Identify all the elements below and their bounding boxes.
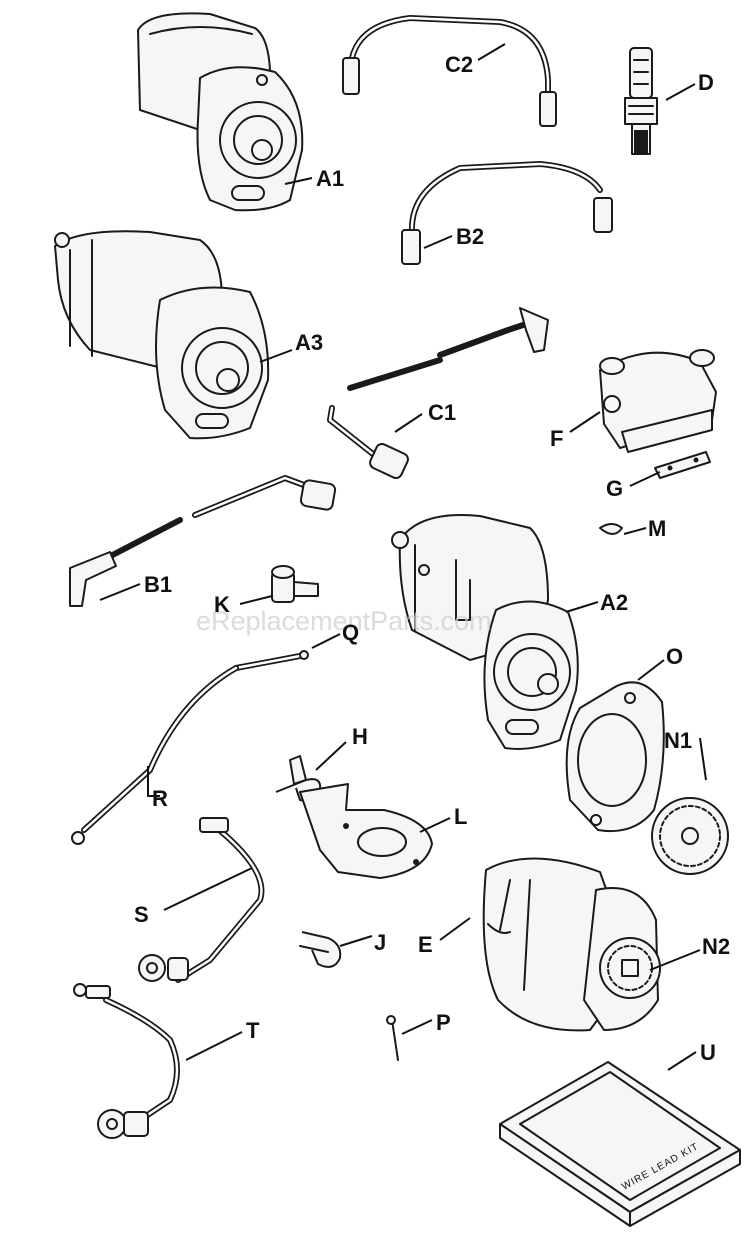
callout-c1[interactable]: C1 <box>428 400 456 425</box>
callout-n1[interactable]: N1 <box>664 728 692 753</box>
callout-n2[interactable]: N2 <box>702 934 730 959</box>
callout-o[interactable]: O <box>666 644 683 669</box>
callout-j[interactable]: J <box>374 930 386 955</box>
part-l-bracket[interactable] <box>299 783 451 879</box>
callout-b1[interactable]: B1 <box>144 572 172 597</box>
part-c2-wire[interactable] <box>342 15 557 127</box>
part-t-cable[interactable] <box>73 983 243 1139</box>
part-n1-gear[interactable] <box>651 737 729 875</box>
callout-m[interactable]: M <box>648 516 666 541</box>
callout-q[interactable]: Q <box>342 620 359 645</box>
callout-p[interactable]: P <box>436 1010 451 1035</box>
part-g-bracket[interactable] <box>629 451 711 487</box>
part-c1-spark-lead[interactable] <box>327 307 549 480</box>
part-j-clip[interactable] <box>299 931 373 968</box>
callout-s[interactable]: S <box>134 902 149 927</box>
part-u-wire-lead-kit[interactable]: WIRE LEAD KIT <box>499 1051 741 1227</box>
callout-e[interactable]: E <box>418 932 433 957</box>
callout-t[interactable]: T <box>246 1018 260 1043</box>
watermark: eReplacementParts.com <box>196 606 492 636</box>
part-s-cable[interactable] <box>138 817 265 983</box>
callout-r[interactable]: R <box>152 786 168 811</box>
part-q-wire[interactable] <box>233 633 341 671</box>
callout-k[interactable]: K <box>214 592 230 617</box>
callout-g[interactable]: G <box>606 476 623 501</box>
callout-a2[interactable]: A2 <box>600 590 628 615</box>
callout-u[interactable]: U <box>700 1040 716 1065</box>
part-b1-spark-lead[interactable] <box>69 475 337 607</box>
part-a3-magneto[interactable] <box>54 230 293 440</box>
part-e-starter-motor[interactable] <box>439 857 661 1032</box>
callout-a3[interactable]: A3 <box>295 330 323 355</box>
part-a1-magneto[interactable] <box>137 12 313 212</box>
part-d-spark-plug[interactable] <box>624 47 696 155</box>
callout-l[interactable]: L <box>454 804 467 829</box>
callout-c2[interactable]: C2 <box>445 52 473 77</box>
part-m-key[interactable] <box>599 523 647 535</box>
part-n2-gear[interactable] <box>649 949 701 971</box>
callout-h[interactable]: H <box>352 724 368 749</box>
part-p-pin[interactable] <box>386 1015 433 1061</box>
part-f-ignition-coil[interactable] <box>569 349 717 453</box>
callout-d[interactable]: D <box>698 70 714 95</box>
part-b2-wire[interactable] <box>401 161 613 265</box>
part-o-gasket[interactable] <box>565 659 665 833</box>
callout-b2[interactable]: B2 <box>456 224 484 249</box>
part-k-boot[interactable] <box>239 565 319 605</box>
part-a2-magneto[interactable] <box>391 514 599 750</box>
callout-a1[interactable]: A1 <box>316 166 344 191</box>
callout-f[interactable]: F <box>550 426 563 451</box>
part-r-wire[interactable] <box>71 665 239 845</box>
